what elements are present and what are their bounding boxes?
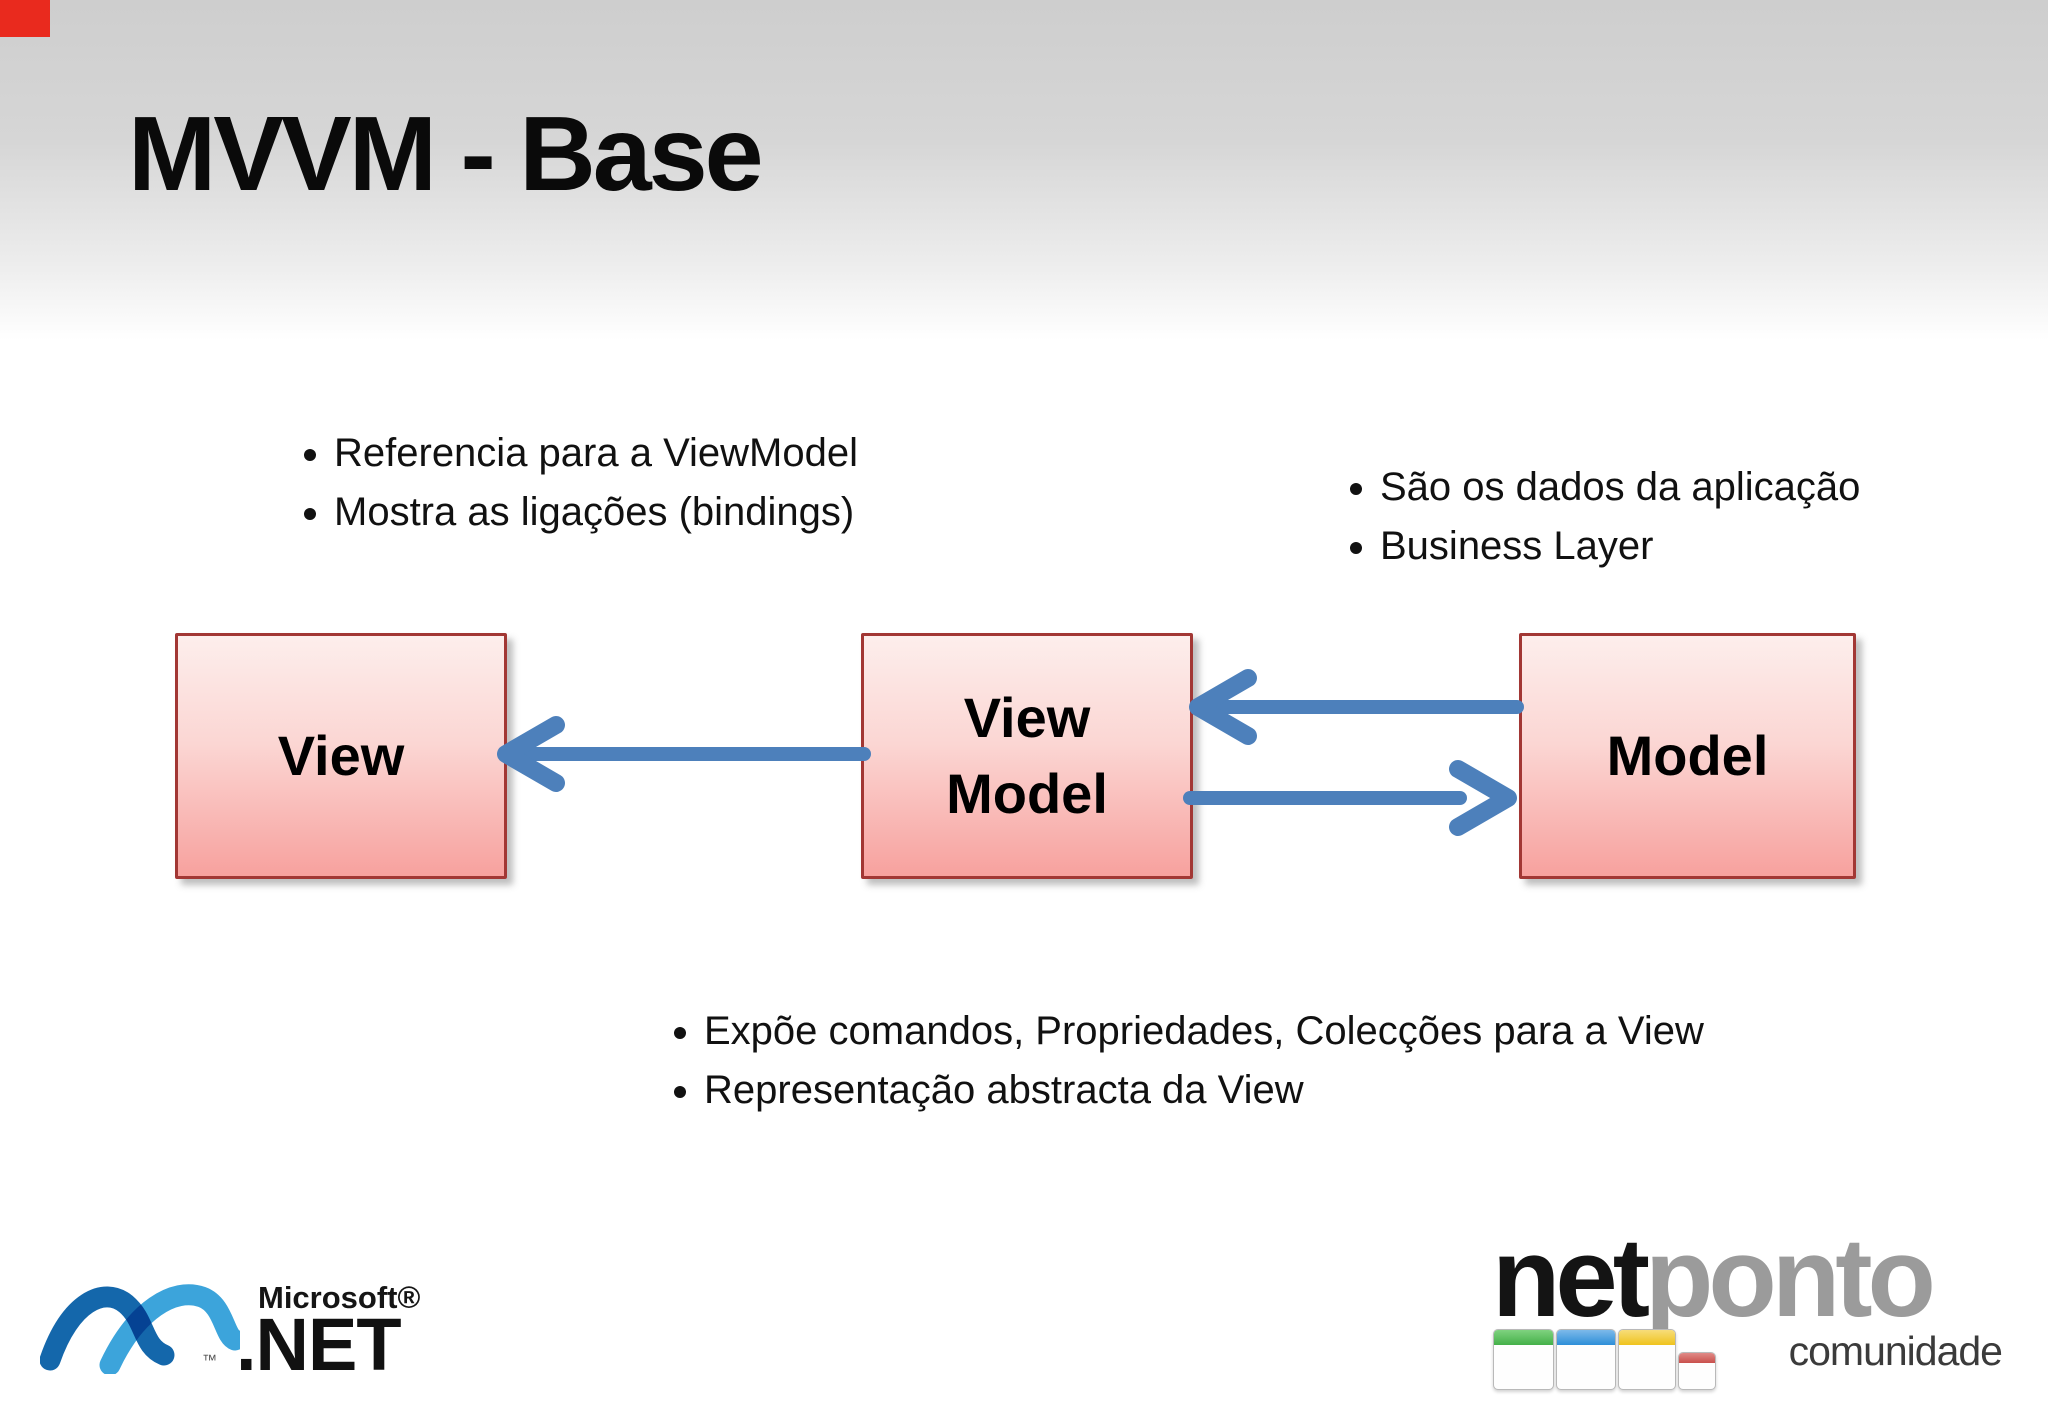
window-icon-green-titlebar — [1494, 1330, 1553, 1345]
model-note-2: Business Layer — [1380, 517, 1860, 576]
model-note-1: São os dados da aplicação — [1380, 458, 1860, 517]
slide-title: MVVM - Base — [128, 95, 764, 213]
netponto-word-net: net — [1492, 1215, 1650, 1340]
viewmodel-notes-list: Expõe comandos, Propriedades, Colecções … — [642, 1002, 1704, 1120]
viewmodel-box: View Model — [861, 633, 1193, 879]
viewmodel-note-1: Expõe comandos, Propriedades, Colecções … — [704, 1002, 1704, 1061]
model-notes-list: São os dados da aplicação Business Layer — [1318, 458, 1860, 576]
view-notes-list: Referencia para a ViewModel Mostra as li… — [272, 424, 858, 542]
window-icon-yellow-titlebar — [1619, 1330, 1675, 1345]
dotnet-trademark: ™ — [202, 1352, 217, 1369]
view-box: View — [175, 633, 507, 879]
model-box-label: Model — [1606, 724, 1769, 787]
window-icon-green — [1493, 1329, 1554, 1390]
arrow-viewmodel-to-model — [1183, 760, 1517, 836]
netponto-word-ponto: ponto — [1645, 1215, 1936, 1340]
view-note-2: Mostra as ligações (bindings) — [334, 483, 858, 542]
window-icon-yellow — [1618, 1329, 1676, 1390]
viewmodel-box-label-line1: View — [963, 686, 1091, 749]
arrow-viewmodel-to-view — [497, 716, 871, 792]
window-icon-red — [1678, 1352, 1716, 1390]
viewmodel-note-2: Representação abstracta da View — [704, 1061, 1704, 1120]
arrow-model-to-viewmodel — [1189, 669, 1524, 745]
window-icon-red-titlebar — [1679, 1353, 1715, 1363]
dotnet-product-text: .NET — [236, 1303, 402, 1386]
viewmodel-box-label-line2: Model — [946, 762, 1108, 825]
netponto-wordmark: netponto — [1492, 1222, 1936, 1334]
view-box-label: View — [277, 724, 405, 787]
model-box: Model — [1519, 633, 1856, 879]
netponto-subtitle: comunidade — [1788, 1328, 2003, 1374]
microsoft-brand-text: Microsoft® — [258, 1280, 421, 1315]
window-icon-blue-titlebar — [1557, 1330, 1615, 1345]
dotnet-swoosh-icon — [40, 1284, 240, 1374]
window-icon-blue — [1556, 1329, 1616, 1390]
corner-marker — [0, 0, 50, 37]
view-note-1: Referencia para a ViewModel — [334, 424, 858, 483]
